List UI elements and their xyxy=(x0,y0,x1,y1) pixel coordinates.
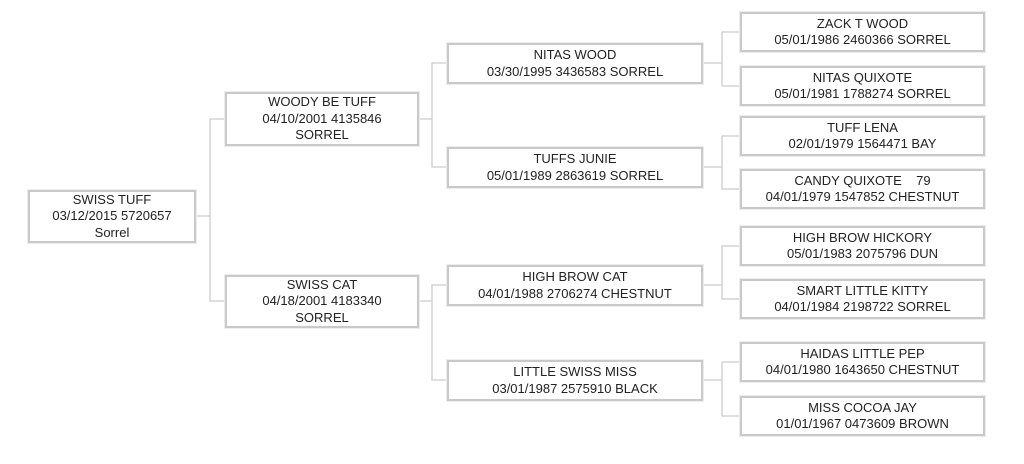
horse-name: LITTLE SWISS MISS xyxy=(513,364,637,379)
horse-details: 05/01/1986 2460366 SORREL xyxy=(774,32,951,47)
horse-details: 05/01/1983 2075796 DUN xyxy=(786,246,939,261)
horse-name: HAIDAS LITTLE PEP xyxy=(800,345,925,361)
horse-details: 01/01/1967 0473609 BROWN xyxy=(776,416,949,431)
pedigree-node-dam-sire-sire: HIGH BROW HICKORY 05/01/1983 2075796 DUN xyxy=(740,226,985,266)
horse-details: 05/01/1989 2863619 SORREL xyxy=(486,167,664,183)
connector-subject-to-parents xyxy=(196,118,225,302)
horse-details: 04/01/1988 2706274 CHESTNUT xyxy=(478,285,672,301)
horse-name: HIGH BROW CAT xyxy=(522,269,628,284)
pedigree-node-sire-sire-sire: ZACK T WOOD 05/01/1986 2460366 SORREL xyxy=(740,12,985,52)
pedigree-node-dam-sire: HIGH BROW CAT 04/01/1988 2706274 CHESTNU… xyxy=(447,265,703,306)
pedigree-node-sire-sire: NITAS WOOD 03/30/1995 3436583 SORREL xyxy=(447,43,703,84)
connector-dam-sire-to-greats xyxy=(703,245,740,300)
pedigree-node-dam-dam: LITTLE SWISS MISS 03/01/1987 2575910 BLA… xyxy=(447,360,703,401)
pedigree-node-dam-dam-dam: MISS COCOA JAY 01/01/1967 0473609 BROWN xyxy=(740,396,985,436)
horse-name: SWISS CAT xyxy=(286,276,358,292)
horse-name: WOODY BE TUFF xyxy=(268,94,376,110)
horse-name: TUFFS JUNIE xyxy=(533,151,617,166)
pedigree-node-dam: SWISS CAT 04/18/2001 4183340 SORREL xyxy=(225,275,419,328)
horse-name: ZACK T WOOD xyxy=(816,15,909,31)
horse-details: 03/12/2015 5720657 xyxy=(52,208,172,224)
connector-sire-to-grandparents xyxy=(419,62,447,168)
pedigree-node-sire: WOODY BE TUFF 04/10/2001 4135846 SORREL xyxy=(225,92,419,146)
pedigree-node-sire-dam-dam: CANDY QUIXOTE 79 04/01/1979 1547852 CHES… xyxy=(740,169,985,209)
horse-details: 04/01/1984 2198722 SORREL xyxy=(774,299,951,314)
connector-sire-dam-to-greats xyxy=(703,135,740,190)
connector-dam-to-grandparents xyxy=(419,284,447,381)
horse-color: SORREL xyxy=(295,309,349,325)
horse-details: 03/30/1995 3436583 SORREL xyxy=(486,63,664,79)
pedigree-node-sire-dam-sire: TUFF LENA 02/01/1979 1564471 BAY xyxy=(740,116,985,156)
horse-name: NITAS WOOD xyxy=(533,47,617,62)
pedigree-node-dam-sire-dam: SMART LITTLE KITTY 04/01/1984 2198722 SO… xyxy=(740,279,985,319)
pedigree-node-sire-sire-dam: NITAS QUIXOTE 05/01/1981 1788274 SORREL xyxy=(740,66,985,106)
horse-details: 04/18/2001 4183340 xyxy=(262,293,382,309)
horse-color: Sorrel xyxy=(94,224,130,240)
horse-name: NITAS QUIXOTE xyxy=(812,69,913,85)
pedigree-node-dam-dam-sire: HAIDAS LITTLE PEP 04/01/1980 1643650 CHE… xyxy=(740,342,985,382)
horse-details: 03/01/1987 2575910 BLACK xyxy=(492,380,658,396)
horse-details: 04/01/1980 1643650 CHESTNUT xyxy=(765,362,960,377)
horse-color: SORREL xyxy=(295,127,349,143)
horse-details: 04/01/1979 1547852 CHESTNUT xyxy=(765,189,960,204)
horse-name: CANDY QUIXOTE 79 xyxy=(794,172,931,188)
horse-name: SWISS TUFF xyxy=(72,191,152,207)
horse-name: TUFF LENA xyxy=(827,119,898,135)
horse-details: 04/10/2001 4135846 xyxy=(262,110,382,126)
horse-name: SMART LITTLE KITTY xyxy=(796,282,929,298)
connector-dam-dam-to-greats xyxy=(703,361,740,417)
horse-name: MISS COCOA JAY xyxy=(808,399,917,415)
horse-details: 05/01/1981 1788274 SORREL xyxy=(774,86,951,101)
pedigree-node-sire-dam: TUFFS JUNIE 05/01/1989 2863619 SORREL xyxy=(447,147,703,188)
horse-details: 02/01/1979 1564471 BAY xyxy=(788,136,937,151)
horse-name: HIGH BROW HICKORY xyxy=(792,229,933,245)
connector-sire-sire-to-greats xyxy=(703,31,740,87)
pedigree-node-subject: SWISS TUFF 03/12/2015 5720657 Sorrel xyxy=(28,190,196,243)
